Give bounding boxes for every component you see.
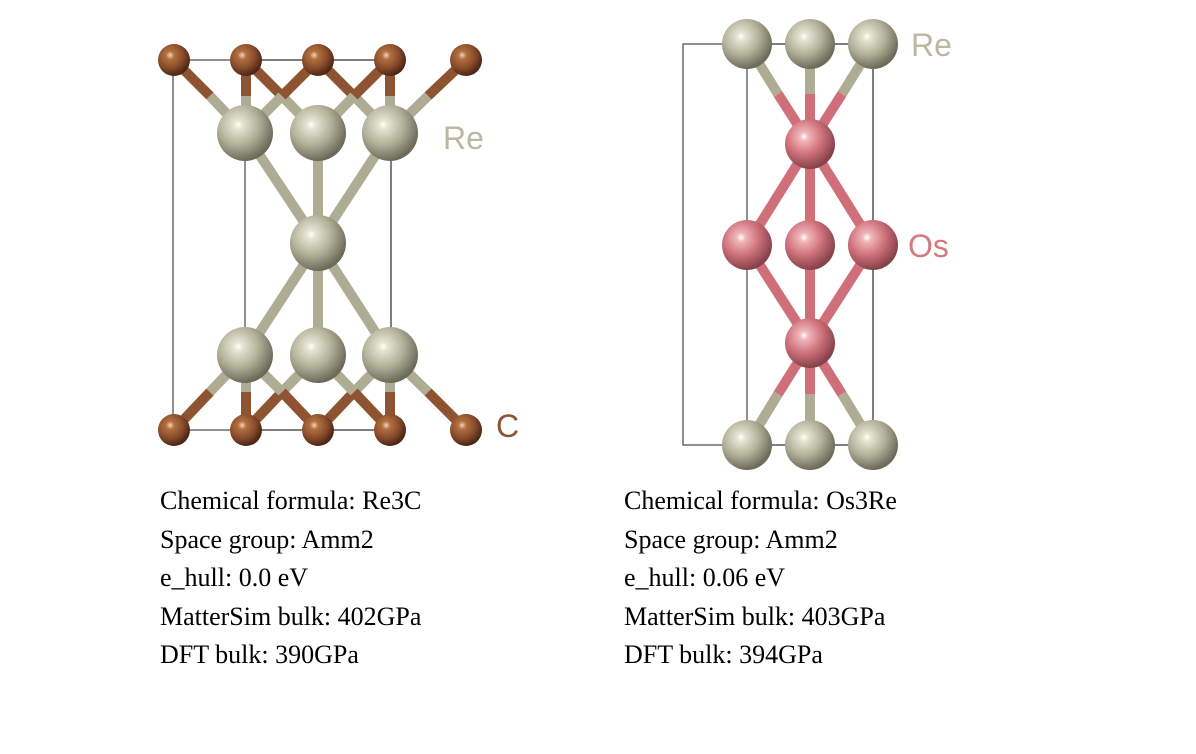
c-atom	[230, 44, 262, 76]
space-group-text: Space group: Amm2	[624, 524, 838, 554]
formula-text: Chemical formula: Re3C	[160, 486, 422, 515]
os-atom	[785, 318, 835, 368]
label-c: C	[496, 408, 519, 444]
info-panel-re3c: Chemical formula: Re3C Space group: Amm2…	[160, 482, 421, 675]
re-atom	[722, 19, 772, 69]
re-atom	[785, 420, 835, 470]
dft-bulk-text: DFT bulk: 390GPa	[160, 640, 359, 669]
re-atom	[785, 19, 835, 69]
re-atom	[290, 105, 346, 161]
re-atom	[217, 105, 273, 161]
info-panel-os3re: Chemical formula: Os3Re Space group: Amm…	[624, 482, 897, 675]
osmium-atoms	[722, 119, 898, 368]
structure-re3c: Re C	[158, 44, 519, 446]
c-atom	[158, 414, 190, 446]
c-atom	[450, 44, 482, 76]
unit-cell	[172, 59, 392, 431]
c-atom	[450, 414, 482, 446]
rhenium-atoms	[217, 105, 418, 383]
c-atom	[302, 44, 334, 76]
carbon-atoms	[158, 44, 482, 446]
os-atom	[785, 220, 835, 270]
e-hull-text: e_hull: 0.06 eV	[624, 563, 786, 592]
re-atom	[217, 327, 273, 383]
re-atom	[290, 215, 346, 271]
rhenium-atoms	[722, 19, 898, 470]
re-atom	[722, 420, 772, 470]
c-atom	[374, 44, 406, 76]
mattersim-bulk-text: MatterSim bulk: 402GPa	[160, 601, 422, 631]
c-atom	[374, 414, 406, 446]
c-atom	[230, 414, 262, 446]
os-atom	[848, 220, 898, 270]
os-atom	[785, 119, 835, 169]
formula-text: Chemical formula: Os3Re	[624, 486, 897, 515]
space-group-text: Space group: Amm2	[160, 524, 374, 554]
structure-os3re: Re Os	[682, 19, 952, 470]
e-hull-text: e_hull: 0.0 eV	[160, 563, 309, 592]
label-re-left: Re	[443, 120, 484, 156]
label-re-right: Re	[911, 27, 952, 63]
os-atom	[722, 220, 772, 270]
mattersim-bulk-text: MatterSim bulk: 403GPa	[624, 601, 886, 631]
crystal-structures-figure: Re C	[158, 19, 952, 470]
re-atom	[362, 105, 418, 161]
c-atom	[302, 414, 334, 446]
re-atom	[848, 19, 898, 69]
label-os: Os	[908, 228, 949, 264]
re-atom	[290, 327, 346, 383]
re-atom	[362, 327, 418, 383]
c-atom	[158, 44, 190, 76]
re-atom	[848, 420, 898, 470]
dft-bulk-text: DFT bulk: 394GPa	[624, 640, 823, 669]
